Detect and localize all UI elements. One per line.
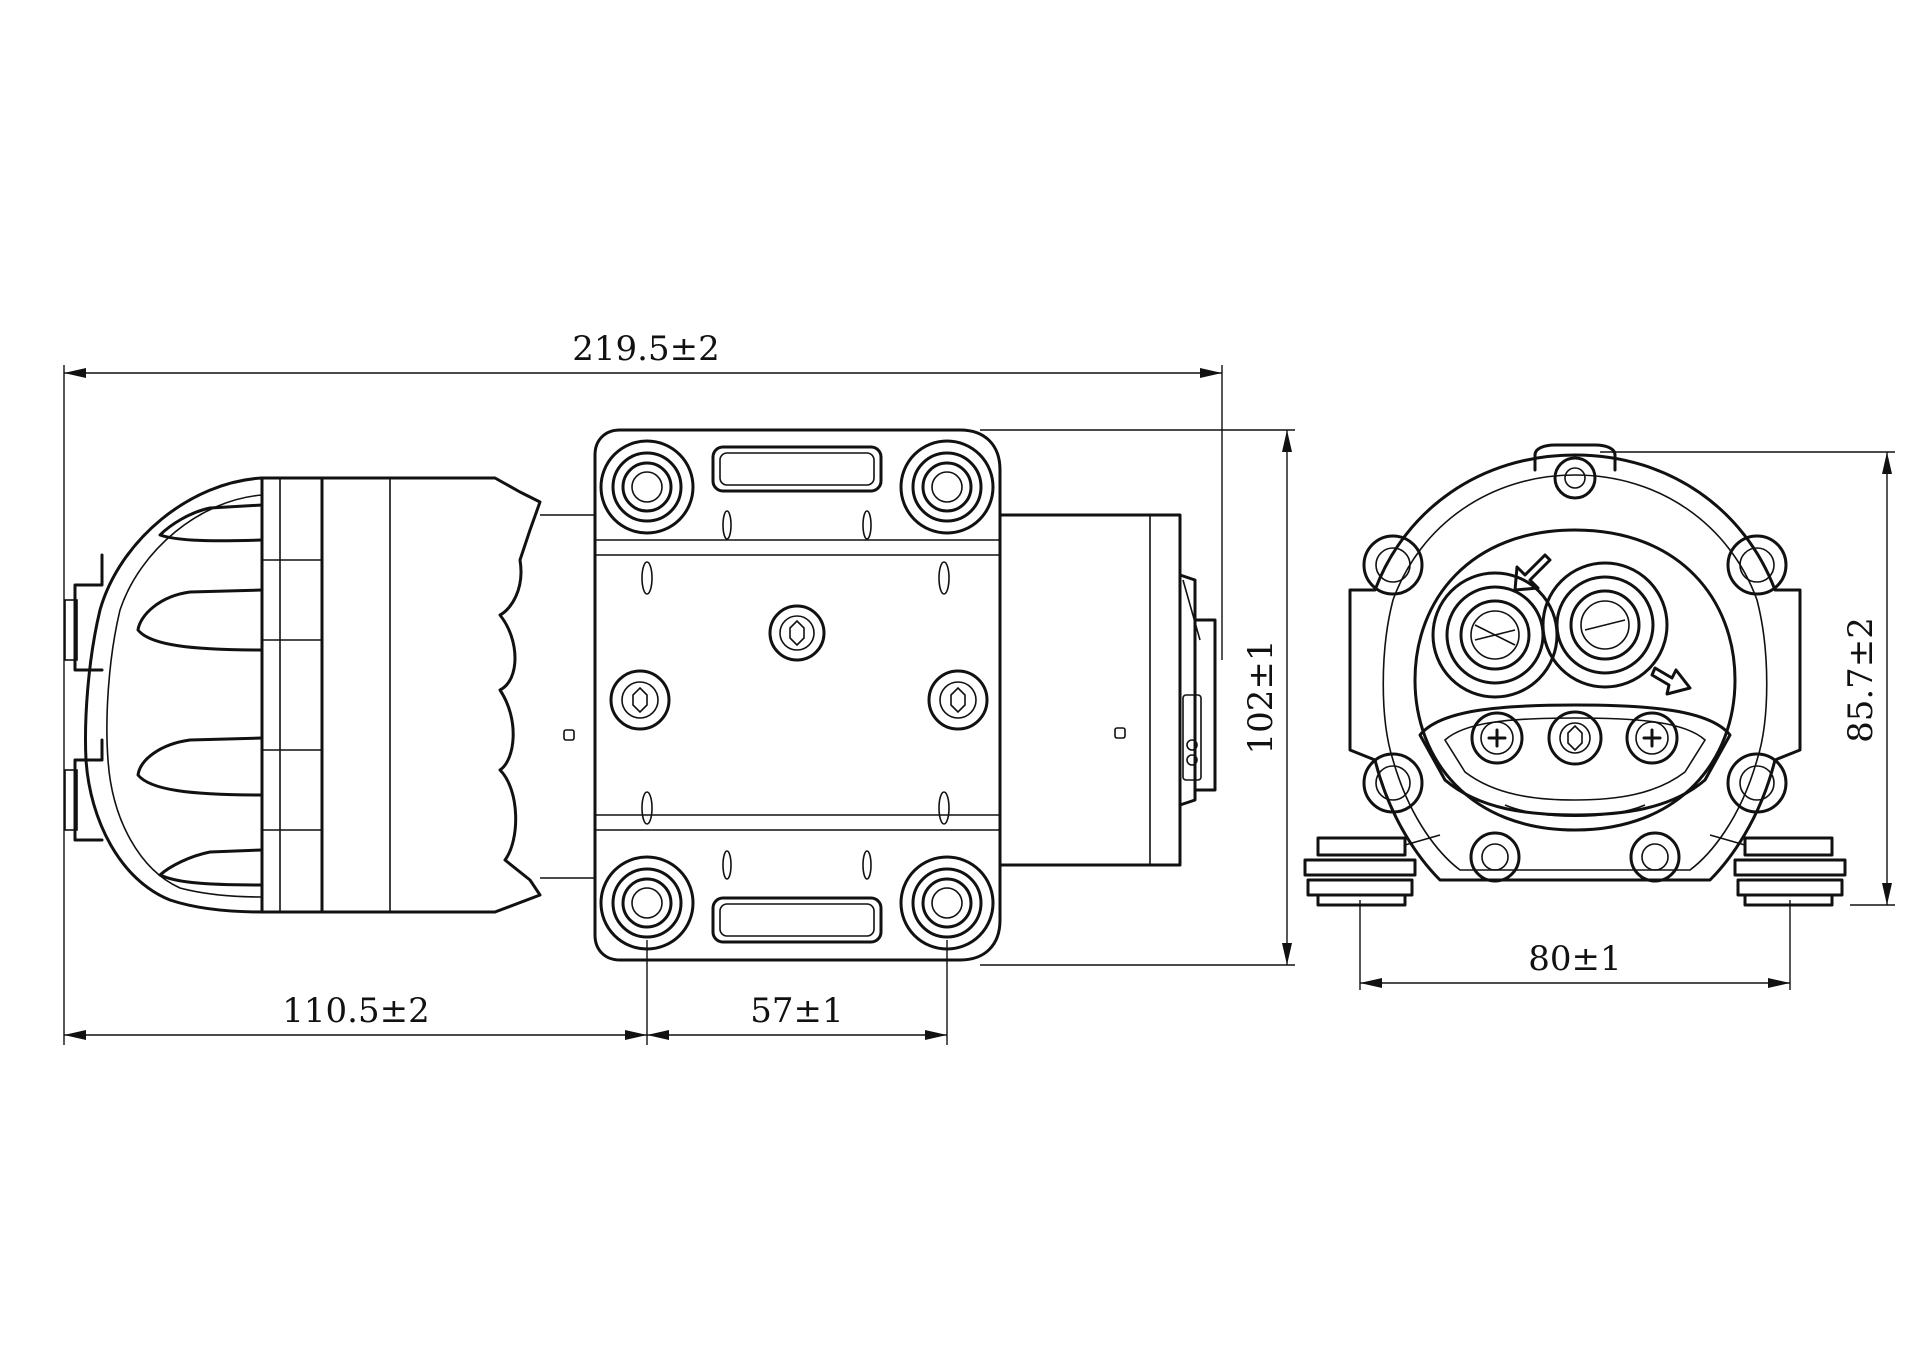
body-mark-right [1114, 727, 1126, 739]
bracket-slot-top-inner [719, 452, 875, 486]
dimension-front-length: 110.5±2 [64, 940, 648, 1045]
head-rib-3 [136, 736, 264, 797]
pressure-switch-plate [1418, 703, 1732, 817]
pump-body [320, 476, 542, 914]
dimension-end-height: 85.7±2 [1600, 451, 1895, 906]
end-mount-foot-right [1709, 834, 1847, 907]
motor-terminal [1182, 694, 1202, 781]
bracket-screw-right [927, 669, 989, 731]
motor-cap-line [1182, 579, 1201, 641]
pump-side-view [64, 428, 1217, 962]
outlet-port [1541, 561, 1669, 689]
pressure-switch-plate-inner [1443, 717, 1707, 801]
bracket-screw-top [768, 604, 826, 662]
motor-terminal-hole-1 [1186, 739, 1198, 751]
motor-terminal-hole-2 [1186, 754, 1198, 766]
grommet-top-left [599, 439, 695, 535]
pressure-switch-band [1504, 804, 1646, 817]
bracket-slot-bottom [711, 896, 883, 944]
dim-front-length-label: 110.5±2 [282, 991, 429, 1031]
end-screw-upper-right [1726, 534, 1788, 596]
rail-rivets [641, 510, 950, 880]
dim-mount-spacing-label: 57±1 [750, 991, 843, 1031]
grommet-bottom-left [599, 855, 695, 951]
dimension-overall-length: 219.5±2 [63, 329, 1223, 1045]
body-mark-left [563, 729, 575, 741]
pump-head-inner-dome [106, 494, 263, 898]
port-nub-upper [73, 553, 104, 672]
dim-end-mount-spacing-label: 80±1 [1528, 939, 1621, 979]
motor-can [998, 513, 1182, 867]
bracket-slot-top [711, 445, 883, 493]
dimension-mount-spacing: 57±1 [647, 940, 948, 1045]
positive-terminal-left-icon [1470, 711, 1524, 765]
dimension-end-mount-spacing: 80±1 [1359, 900, 1791, 990]
end-housing-outer [1348, 453, 1802, 882]
motor-terminal-block [1193, 618, 1217, 792]
positive-terminal-right-icon [1625, 711, 1679, 765]
bracket-slot-bottom-inner [719, 903, 875, 937]
motor-end-cap [1178, 573, 1197, 807]
end-screw-bottom-right [1629, 831, 1681, 883]
mounting-bracket [593, 428, 1002, 962]
grommet-top-right [899, 439, 995, 535]
pump-end-view [1303, 443, 1847, 907]
end-screw-upper-left [1362, 534, 1424, 596]
port-nub-lower [73, 738, 104, 842]
end-pump-face [1413, 528, 1737, 832]
inlet-arrow-icon [1513, 553, 1552, 592]
bracket-screw-left [609, 669, 671, 731]
inlet-port [1431, 571, 1559, 699]
dim-end-height-label: 85.7±2 [1841, 617, 1881, 743]
head-rib-1 [158, 503, 264, 543]
dim-height-label: 102±1 [1241, 639, 1281, 754]
port-nub-upper-plate [64, 599, 78, 661]
end-top-tab [1533, 443, 1617, 472]
grommet-bottom-right [899, 855, 995, 951]
center-adjust-screw [1547, 710, 1603, 766]
end-mount-foot-left [1303, 834, 1441, 907]
pump-head-dome [84, 476, 264, 914]
head-rib-4 [158, 848, 264, 887]
outlet-arrow-icon [1650, 666, 1692, 696]
head-rib-2 [136, 588, 264, 652]
clamp-ring [260, 476, 324, 914]
end-housing-inner [1382, 474, 1768, 871]
end-screw-lower-left [1362, 752, 1424, 814]
end-screw-lower-right [1726, 752, 1788, 814]
dimension-height: 102±1 [980, 429, 1295, 966]
port-nub-lower-plate [64, 769, 78, 831]
end-screw-bottom-left [1469, 831, 1521, 883]
end-screw-top [1553, 456, 1597, 500]
dim-overall-length-label: 219.5±2 [572, 329, 719, 369]
